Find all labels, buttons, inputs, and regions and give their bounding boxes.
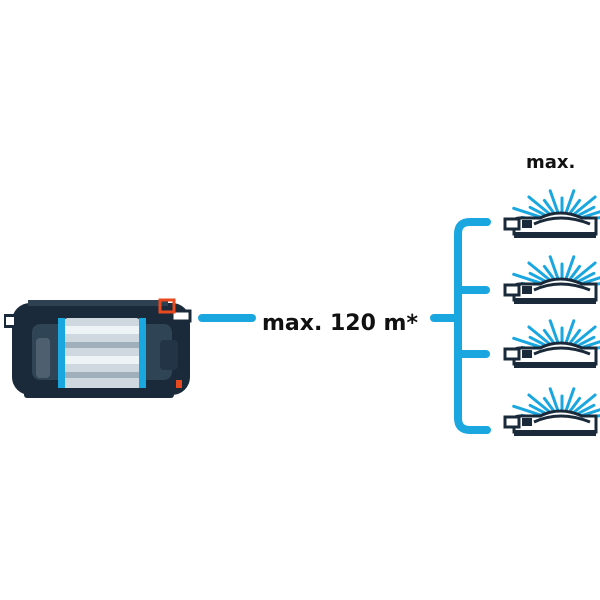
bracket-branch-2 xyxy=(458,286,490,294)
spray-jet xyxy=(567,264,582,283)
spray-jet xyxy=(527,393,554,416)
sprinkler-base xyxy=(514,430,596,436)
spray-jet xyxy=(570,261,597,284)
sprinkler-icon xyxy=(503,387,600,436)
sprinkler-base xyxy=(514,362,596,368)
spray-jet xyxy=(548,255,560,282)
spray-jet xyxy=(570,195,597,218)
sprinkler-arm xyxy=(533,216,591,226)
sprinkler-group xyxy=(503,189,600,436)
sprinkler-nozzle xyxy=(522,350,532,358)
sprinkler-inlet xyxy=(503,217,521,231)
bracket-branch-3 xyxy=(458,350,490,358)
sprinkler-base xyxy=(514,298,596,304)
sprinkler-count-label: max. xyxy=(526,152,575,173)
spray-jet xyxy=(564,189,576,216)
spray-jet xyxy=(570,325,597,348)
spray-jet xyxy=(564,387,576,414)
spray-jet xyxy=(527,195,554,218)
sprinkler-nozzle xyxy=(522,286,532,294)
hose-line xyxy=(198,314,256,322)
sprinkler-inlet xyxy=(503,415,521,429)
sprinkler-arm xyxy=(533,414,591,424)
spray-jet xyxy=(567,328,582,347)
spray-jet xyxy=(564,319,576,346)
sprinkler-base xyxy=(514,232,596,238)
sprinkler-icon xyxy=(503,189,600,238)
spray-jet xyxy=(527,261,554,284)
pump-icon xyxy=(4,298,192,398)
distribution-bracket xyxy=(454,218,491,434)
spray-jet xyxy=(567,396,582,415)
sprinkler-arm xyxy=(533,282,591,292)
spray-jet xyxy=(527,325,554,348)
hose-length-label: max. 120 m* xyxy=(262,311,418,336)
sprinkler-inlet xyxy=(503,283,521,297)
spray-jet xyxy=(548,387,560,414)
sprinkler-inlet xyxy=(503,347,521,361)
sprinkler-icon xyxy=(503,255,600,304)
spray-jet xyxy=(567,198,582,217)
spray-jet xyxy=(548,319,560,346)
sprinkler-arm xyxy=(533,346,591,356)
spray-jet xyxy=(564,255,576,282)
spray-jet xyxy=(548,189,560,216)
sprinkler-nozzle xyxy=(522,418,532,426)
spray-jet xyxy=(570,393,597,416)
hose-connector xyxy=(430,314,458,322)
sprinkler-nozzle xyxy=(522,220,532,228)
sprinkler-icon xyxy=(503,319,600,368)
